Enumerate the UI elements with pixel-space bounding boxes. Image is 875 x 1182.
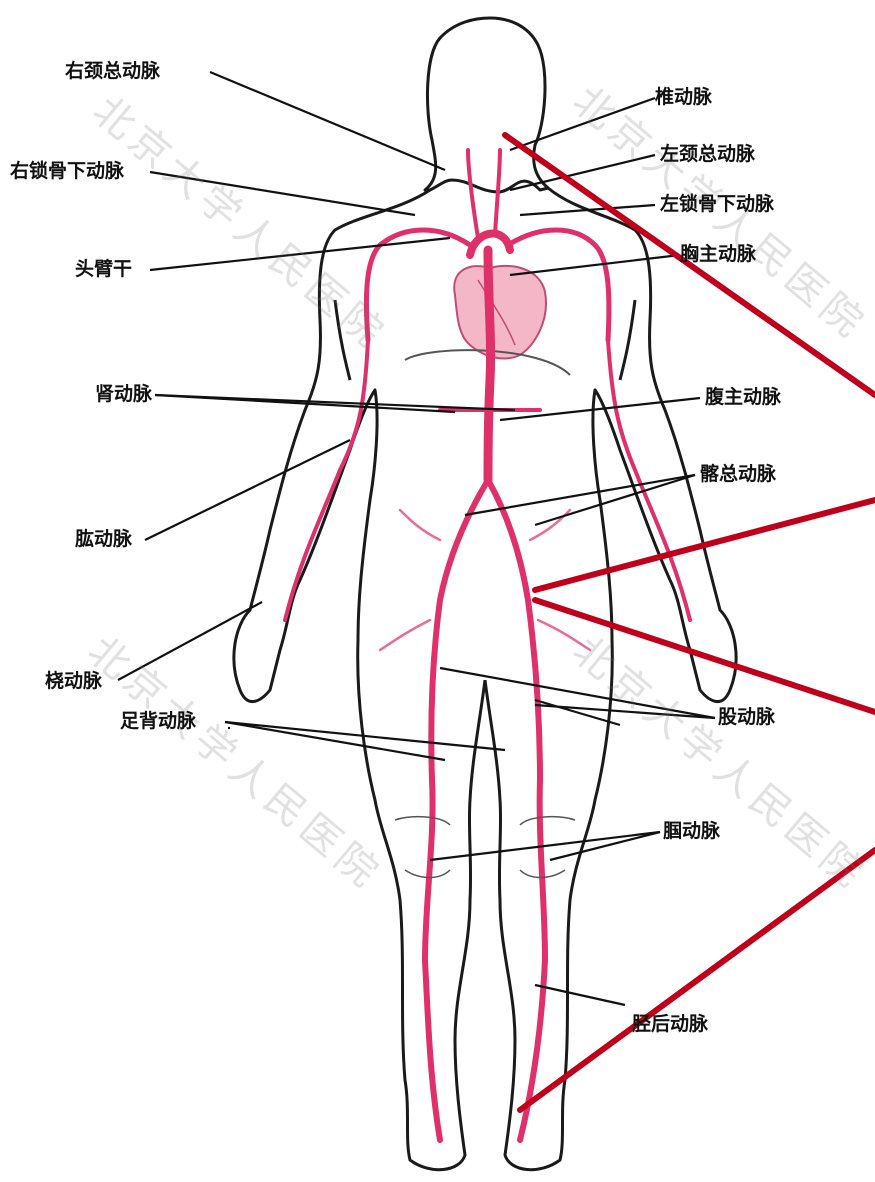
label-abdominal-aorta: 腹主动脉 <box>705 388 781 407</box>
label-brachiocephalic-trunk: 头臂干 <box>75 260 132 279</box>
iliac-left <box>488 480 545 1140</box>
right-arm-artery <box>285 340 368 620</box>
head-outline <box>425 18 548 192</box>
label-right-subclavian: 右锁骨下动脉 <box>10 162 124 181</box>
label-common-iliac: 髂总动脉 <box>700 465 776 484</box>
label-left-subclavian: 左锁骨下动脉 <box>660 195 774 214</box>
label-vertebral-artery: 椎动脉 <box>655 88 712 107</box>
label-thoracic-aorta: 胸主动脉 <box>680 245 756 264</box>
label-popliteal-artery: 腘动脉 <box>663 822 720 841</box>
heart-illustration <box>454 266 546 359</box>
label-renal-artery: 肾动脉 <box>95 385 152 404</box>
label-right-common-carotid: 右颈总动脉 <box>65 62 160 81</box>
label-femoral-artery: 股动脉 <box>718 708 775 727</box>
label-dorsalis-pedis: 足背动脉 <box>120 712 196 731</box>
inner-arm-right <box>620 300 635 380</box>
aorta <box>488 250 491 480</box>
label-radial-artery: 桡动脉 <box>45 672 102 691</box>
small-branches <box>380 510 590 650</box>
right-carotid-vessel <box>468 150 478 238</box>
label-posterior-tibial: 胫后动脉 <box>632 1015 708 1034</box>
label-brachial-artery: 肱动脉 <box>75 530 132 549</box>
leg-details <box>395 817 575 878</box>
label-left-common-carotid: 左颈总动脉 <box>660 145 755 164</box>
